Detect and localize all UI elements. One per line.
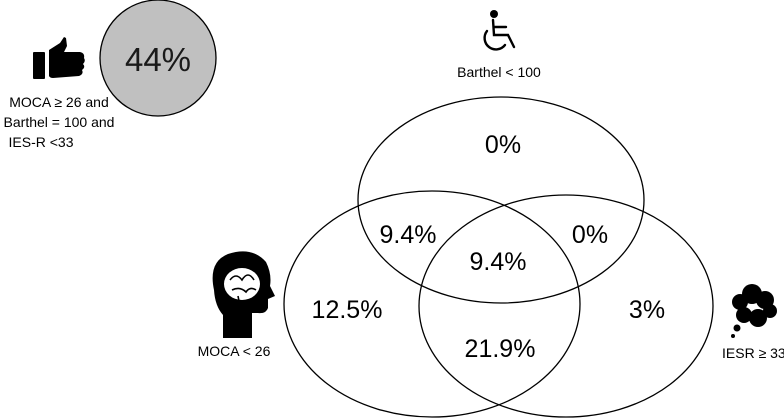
criteria-line-2: Barthel = 100 and xyxy=(4,114,115,130)
region-moca-only: 12.5% xyxy=(312,296,383,324)
wheelchair-icon xyxy=(483,10,516,51)
brain-head-icon xyxy=(212,251,275,338)
set-iesr-ellipse xyxy=(418,194,714,418)
region-moca-iesr: 21.9% xyxy=(465,335,536,363)
iesr-label: IESR ≥ 33 xyxy=(722,345,784,361)
highlight-percent: 44% xyxy=(125,41,191,78)
thumbs-up-icon xyxy=(33,37,85,79)
criteria-line-3: IES-R <33 xyxy=(9,134,74,150)
set-barthel-ellipse xyxy=(357,96,645,304)
thought-cloud-icon xyxy=(731,284,777,338)
region-barthel-only: 0% xyxy=(485,131,521,159)
region-iesr-only: 3% xyxy=(629,296,665,324)
moca-label: MOCA < 26 xyxy=(198,343,271,359)
region-all-three: 9.4% xyxy=(470,248,527,276)
highlight-circle xyxy=(99,0,217,117)
criteria-line-1: MOCA ≥ 26 and xyxy=(9,94,109,110)
set-moca-ellipse xyxy=(283,190,581,418)
barthel-label: Barthel < 100 xyxy=(457,64,541,80)
summary-group: 44% MOCA ≥ 26 and Barthel = 100 and IES-… xyxy=(4,0,217,150)
region-barthel-iesr: 0% xyxy=(572,221,608,249)
region-barthel-moca: 9.4% xyxy=(380,221,437,249)
